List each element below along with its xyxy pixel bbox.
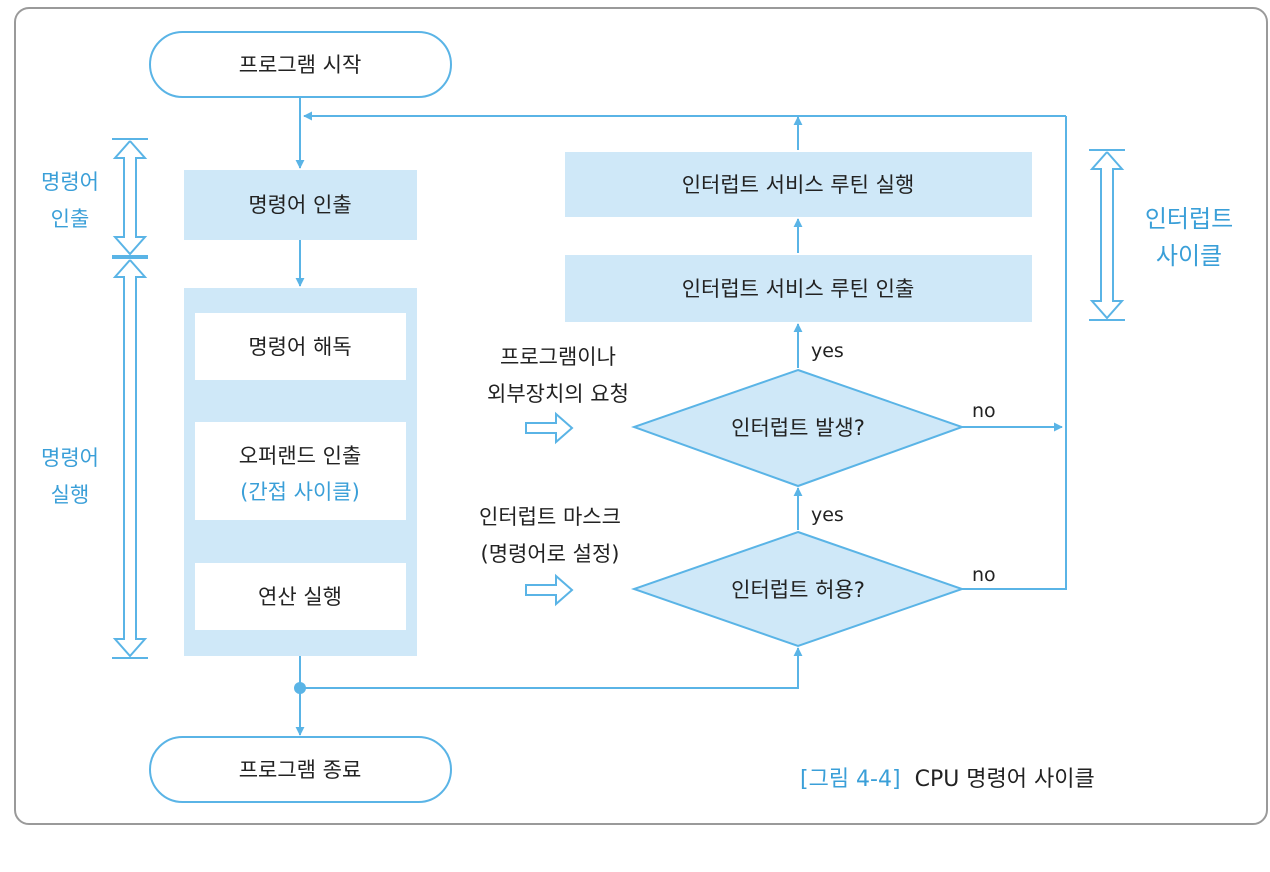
execute-box	[195, 563, 406, 630]
interrupt-enabled-label: 인터럽트 허용?	[731, 578, 865, 602]
yes-label-bottom: yes	[811, 504, 844, 526]
interrupt-occurred-label: 인터럽트 발생?	[731, 416, 865, 440]
execute-phase-label-line2: 실행	[51, 483, 90, 507]
isr-execute-label: 인터럽트 서비스 루틴 실행	[682, 173, 915, 197]
decode-box	[195, 313, 406, 380]
phase-markers	[112, 138, 1125, 659]
indirect-cycle-label: (간접 사이클)	[240, 480, 360, 504]
start-terminal	[149, 31, 452, 98]
fetch-box	[184, 170, 417, 240]
execute-phase-span	[112, 257, 148, 659]
fetch-label: 명령어 인출	[248, 193, 351, 217]
figure-caption: [그림 4-4] CPU 명령어 사이클	[800, 767, 1095, 792]
arrow-to-interrupt-enabled	[300, 647, 803, 689]
interrupt-phase-label-line2: 사이클	[1156, 242, 1222, 270]
no-label-bottom: no	[972, 564, 996, 586]
end-terminal	[149, 736, 452, 803]
interrupt-phase-span	[1089, 149, 1125, 321]
end-label: 프로그램 종료	[239, 758, 362, 782]
start-label: 프로그램 시작	[239, 53, 362, 77]
operand-fetch-box	[195, 422, 406, 520]
mask-note-line2: (명령어로 설정)	[481, 542, 620, 566]
decode-label: 명령어 해독	[248, 335, 351, 359]
request-note-line2: 외부장치의 요청	[487, 382, 629, 406]
execute-phase-label-line1: 명령어	[41, 446, 99, 470]
fetch-phase-label-line1: 명령어	[41, 170, 99, 194]
junction-dot	[294, 682, 306, 694]
fetch-phase-span	[112, 138, 148, 257]
isr-execute-box	[565, 152, 1032, 217]
fetch-phase-label-line2: 인출	[51, 207, 90, 231]
mask-hollow-arrow-icon	[525, 573, 574, 607]
operand-fetch-label: 오퍼랜드 인출	[239, 444, 362, 468]
interrupt-enabled-diamond	[630, 530, 966, 648]
figure-title: CPU 명령어 사이클	[915, 767, 1095, 792]
interrupt-phase-label-line1: 인터럽트	[1145, 205, 1233, 233]
request-hollow-arrow-icon	[525, 411, 574, 445]
isr-fetch-label: 인터럽트 서비스 루틴 인출	[682, 277, 915, 301]
mask-note-line1: 인터럽트 마스크	[479, 505, 621, 529]
request-note-line1: 프로그램이나	[500, 345, 616, 369]
line-enabled-no	[962, 116, 1067, 590]
isr-fetch-box	[565, 255, 1032, 322]
figure-label: [그림 4-4]	[800, 767, 901, 792]
interrupt-occurred-diamond	[631, 368, 965, 488]
execute-label: 연산 실행	[258, 585, 342, 609]
no-label-top: no	[972, 400, 996, 422]
yes-label-top: yes	[811, 340, 844, 362]
